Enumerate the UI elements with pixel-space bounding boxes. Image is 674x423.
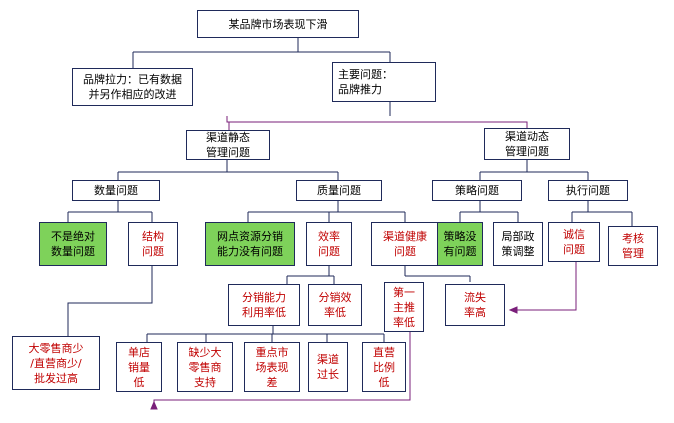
tree-connectors [67,38,633,342]
node-channel-long: 渠道 过长 [308,342,348,392]
node-dist-efficiency: 分销效 率低 [308,284,362,326]
node-strategy-ok: 策略没 有问题 [437,222,483,266]
node-key-market: 重点市 场表现 差 [244,342,300,392]
node-quality: 质量问题 [296,180,382,201]
node-churn: 流失 率高 [445,284,505,326]
node-execution: 执行问题 [548,180,628,201]
node-efficiency: 效率 问题 [306,222,352,266]
node-assessment: 考核 管理 [608,226,658,266]
node-integrity: 诚信 问题 [548,222,600,262]
node-retailers: 大零售商少 /直营商少/ 批发过高 [12,336,100,390]
node-channel-dynamic: 渠道动态 管理问题 [484,128,570,160]
node-channel-static: 渠道静态 管理问题 [186,130,270,160]
purple-connectors [150,116,577,410]
node-direct-low: 直营 比例 低 [362,342,406,392]
node-lack-retail: 缺少大 零售商 支持 [177,342,233,392]
node-dist-capacity: 分销能力 利用率低 [228,284,300,326]
node-local-policy: 局部政 策调整 [493,222,543,266]
node-channel-health: 渠道健康 问题 [371,222,439,266]
arrow-head-right-target [508,306,518,314]
node-brand-pull: 品牌拉力：已有数据 并另作相应的改进 [72,68,193,106]
node-store-sales: 单店 销量 低 [116,342,162,392]
node-root: 某品牌市场表现下滑 [197,10,359,38]
arrow-head-up-target [150,400,158,410]
node-strategy: 策略问题 [432,180,522,201]
node-network-dist: 网点资源分销 能力没有问题 [205,222,295,266]
node-not-absolute: 不是绝对 数量问题 [39,222,107,266]
node-main-issue: 主要问题： 品牌推力 [332,62,436,102]
node-quantity: 数量问题 [72,180,160,201]
node-first-push: 第一 主推 率低 [384,282,424,332]
node-structure: 结构 问题 [128,222,178,266]
